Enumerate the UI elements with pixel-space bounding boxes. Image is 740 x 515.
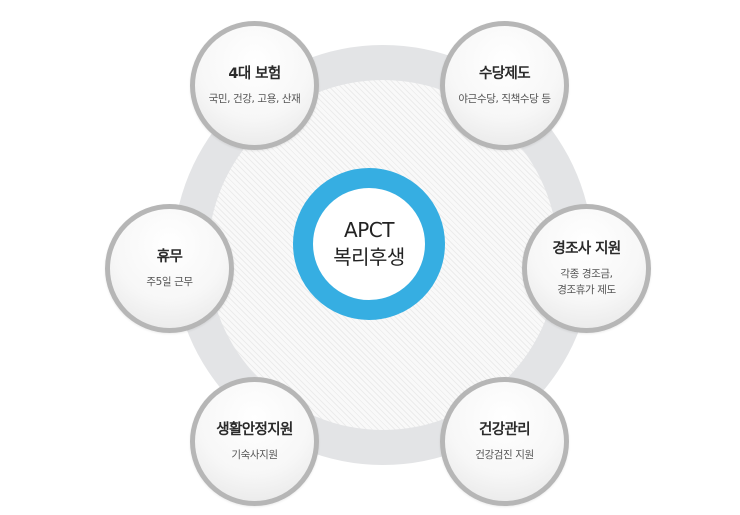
center-title-line2: 복리후생 [333, 245, 405, 269]
node-title: 건강관리 [479, 421, 531, 438]
node-subtitle: 건강검진 지원 [475, 448, 534, 461]
center-circle: APCT 복리후생 [293, 168, 445, 320]
node-allowance: 수당제도 야근수당, 직책수당 등 [440, 21, 569, 150]
node-subtitle: 주5일 근무 [146, 275, 193, 288]
node-health-care: 건강관리 건강검진 지원 [440, 377, 569, 506]
node-subtitle-line1: 각종 경조금, [560, 267, 613, 280]
node-title: 4대 보험 [228, 65, 281, 82]
node-insurance: 4대 보험 국민, 건강, 고용, 산재 [190, 21, 319, 150]
node-title: 생활안정지원 [216, 421, 293, 438]
node-title: 경조사 지원 [552, 240, 621, 257]
node-subtitle-line2: 경조휴가 제도 [557, 283, 616, 296]
node-title: 휴무 [156, 248, 183, 265]
node-title: 수당제도 [479, 65, 531, 82]
node-leave: 휴무 주5일 근무 [105, 204, 234, 333]
center-title-line1: APCT [344, 218, 394, 242]
node-subtitle: 기숙사지원 [231, 448, 278, 461]
node-subtitle: 야근수당, 직책수당 등 [458, 92, 551, 105]
node-subtitle: 국민, 건강, 고용, 산재 [208, 92, 301, 105]
node-living-support: 생활안정지원 기숙사지원 [190, 377, 319, 506]
node-family-events: 경조사 지원 각종 경조금, 경조휴가 제도 [522, 204, 651, 333]
